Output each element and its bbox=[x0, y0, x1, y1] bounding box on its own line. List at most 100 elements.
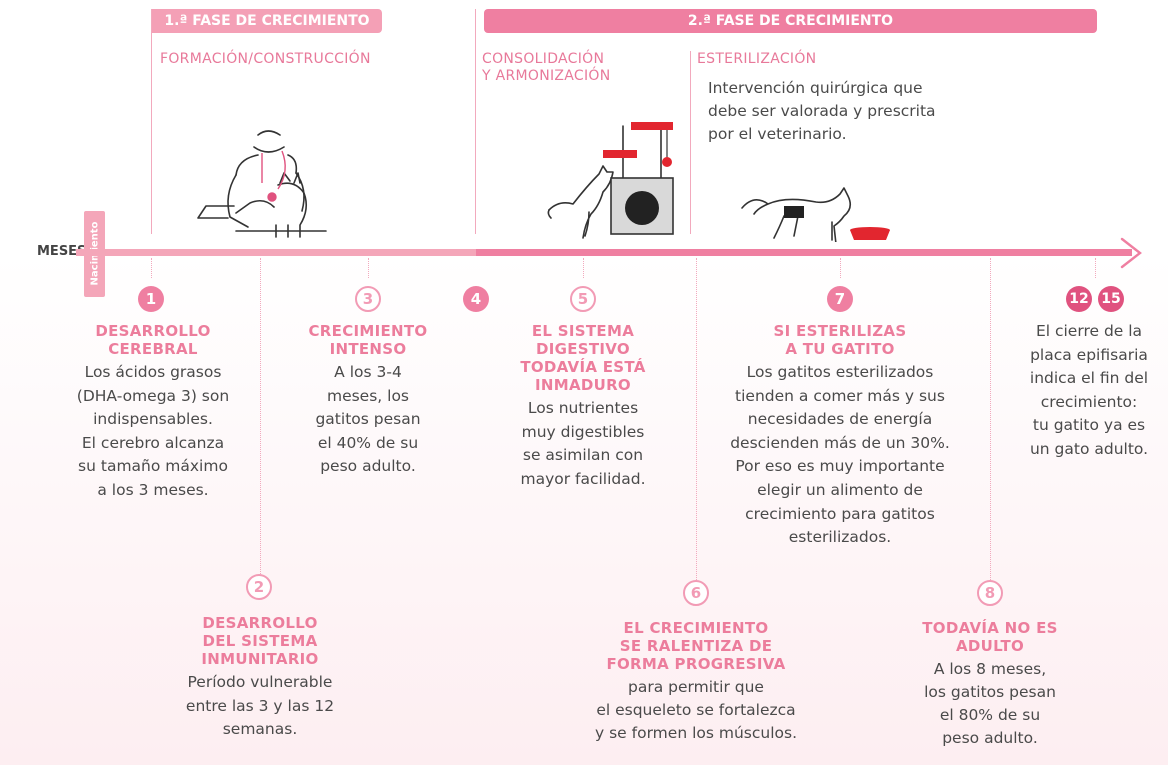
text-line: crecimiento para gatitos bbox=[745, 504, 935, 523]
text-line: un gato adulto. bbox=[1029, 439, 1149, 458]
phase2-sterilization-subtitle: ESTERILIZACIÓN bbox=[697, 51, 817, 67]
text-line: necesidades de energía bbox=[747, 410, 933, 429]
connector-7 bbox=[840, 258, 841, 278]
text-line: esterilizados. bbox=[788, 528, 892, 547]
milestone-title: TODAVÍA NO ES ADULTO bbox=[896, 619, 1084, 655]
milestone-title: EL SISTEMA DIGESTIVO TODAVÍA ESTÁ INMADU… bbox=[500, 322, 666, 394]
consolidation-line-1: CONSOLIDACIÓN bbox=[482, 51, 605, 67]
text-line: el esqueleto se fortalezca bbox=[596, 701, 796, 719]
text-line: indispensables. bbox=[93, 410, 213, 429]
cat-scratching-tree-illustration bbox=[547, 122, 674, 239]
milestone-block-12: El cierre de la placa epifisaria indica … bbox=[1010, 320, 1168, 462]
text-line: Por eso es muy importante bbox=[735, 457, 945, 476]
text-line: el 40% de su bbox=[317, 433, 419, 452]
text-line: Los gatitos esterilizados bbox=[746, 363, 934, 381]
title-line: TODAVÍA NO ES bbox=[922, 619, 1058, 637]
connector-5 bbox=[583, 258, 584, 278]
milestone-block-6: EL CRECIMIENTO SE RALENTIZA DE FORMA PRO… bbox=[570, 619, 822, 745]
consolidation-line-2: Y ARMONIZACIÓN bbox=[482, 68, 611, 84]
milestone-title: SI ESTERILIZAS A TU GATITO bbox=[706, 322, 974, 358]
title-line: DESARROLLO bbox=[95, 322, 211, 340]
text-line: Período vulnerable bbox=[187, 673, 333, 691]
title-line: CEREBRAL bbox=[108, 340, 198, 358]
title-line: ADULTO bbox=[955, 637, 1025, 655]
title-line: DIGESTIVO bbox=[535, 340, 630, 358]
text-line: mayor facilidad. bbox=[520, 469, 646, 488]
text-line: gatitos pesan bbox=[315, 410, 421, 429]
text-line: se asimilan con bbox=[522, 446, 644, 465]
milestone-block-3: CRECIMIENTO INTENSO A los 3-4 meses, los… bbox=[288, 322, 448, 479]
milestone-circle-6: 6 bbox=[683, 580, 709, 606]
milestone-block-1: DESARROLLO CEREBRAL Los ácidos grasos (D… bbox=[55, 322, 251, 503]
milestone-circle-8: 8 bbox=[977, 580, 1003, 606]
text-line: indica el fin del bbox=[1029, 369, 1149, 388]
phase1-subtitle: FORMACIÓN/CONSTRUCCIÓN bbox=[160, 51, 371, 67]
sterilization-line bbox=[690, 51, 691, 234]
text-line: descienden más de un 30%. bbox=[730, 433, 950, 452]
sterilization-note-line: debe ser valorada y prescrita bbox=[708, 102, 936, 120]
milestone-title: CRECIMIENTO INTENSO bbox=[288, 322, 448, 358]
milestone-text: El cierre de la placa epifisaria indica … bbox=[1010, 320, 1168, 462]
title-line: CRECIMIENTO bbox=[308, 322, 428, 340]
text-line: su tamaño máximo bbox=[78, 457, 228, 476]
phase2-start-line bbox=[475, 9, 476, 234]
text-line: muy digestibles bbox=[521, 422, 645, 441]
title-line: TODAVÍA ESTÁ bbox=[520, 358, 646, 376]
title-line: SI ESTERILIZAS bbox=[773, 322, 907, 340]
milestone-circle-12: 12 bbox=[1066, 286, 1092, 312]
title-line: EL CRECIMIENTO bbox=[623, 619, 769, 637]
timeline-bar-phase1 bbox=[76, 249, 476, 256]
text-line: peso adulto. bbox=[942, 729, 1038, 747]
milestone-text: A los 8 meses, los gatitos pesan el 80% … bbox=[896, 658, 1084, 750]
title-line: INTENSO bbox=[329, 340, 407, 358]
text-line: El cierre de la bbox=[1035, 322, 1143, 340]
title-line: INMADURO bbox=[534, 376, 631, 394]
title-line: SE RALENTIZA DE bbox=[619, 637, 773, 655]
sterilization-note-line: por el veterinario. bbox=[708, 125, 847, 143]
milestone-text: Los nutrientes muy digestibles se asimil… bbox=[500, 397, 666, 491]
text-line: El cerebro alcanza bbox=[81, 433, 225, 452]
text-line: tu gatito ya es bbox=[1032, 416, 1146, 435]
text-line: (DHA-omega 3) son bbox=[76, 386, 230, 405]
text-line: crecimiento: bbox=[1040, 392, 1138, 411]
milestone-block-5: EL SISTEMA DIGESTIVO TODAVÍA ESTÁ INMADU… bbox=[500, 322, 666, 491]
timeline-bar-phase2 bbox=[476, 249, 1132, 256]
title-line: EL SISTEMA bbox=[531, 322, 635, 340]
milestone-block-7: SI ESTERILIZAS A TU GATITO Los gatitos e… bbox=[706, 322, 974, 550]
cat-feeding-person-illustration bbox=[197, 130, 327, 238]
title-line: DEL SISTEMA bbox=[202, 632, 318, 650]
sterilization-note: Intervención quirúrgica que debe ser val… bbox=[708, 77, 936, 146]
milestone-text: Los gatitos esterilizados tienden a come… bbox=[706, 361, 974, 550]
cat-food-bowl-illustration bbox=[741, 187, 890, 242]
milestone-text: para permitir que el esqueleto se fortal… bbox=[570, 676, 822, 745]
text-line: y se formen los músculos. bbox=[595, 724, 797, 742]
connector-12 bbox=[1095, 258, 1096, 278]
title-line: INMUNITARIO bbox=[201, 650, 319, 668]
text-line: placa epifisaria bbox=[1030, 345, 1148, 364]
milestone-circle-1: 1 bbox=[138, 286, 164, 312]
milestone-circle-2: 2 bbox=[246, 574, 272, 600]
connector-3 bbox=[368, 258, 369, 278]
phase1-banner: 1.ª FASE DE CRECIMIENTO bbox=[152, 9, 382, 33]
title-line: DESARROLLO bbox=[202, 614, 318, 632]
text-line: peso adulto. bbox=[320, 457, 416, 476]
connector-2 bbox=[260, 258, 261, 574]
text-line: A los 3-4 bbox=[334, 363, 402, 381]
milestone-circle-5: 5 bbox=[570, 286, 596, 312]
milestone-circle-3: 3 bbox=[355, 286, 381, 312]
connector-1 bbox=[151, 258, 152, 278]
phase2-banner: 2.ª FASE DE CRECIMIENTO bbox=[484, 9, 1097, 33]
text-line: Los ácidos grasos bbox=[84, 363, 222, 381]
title-line: FORMA PROGRESIVA bbox=[606, 655, 786, 673]
milestone-title: DESARROLLO CEREBRAL bbox=[55, 322, 251, 358]
text-line: el 80% de su bbox=[939, 706, 1041, 724]
text-line: para permitir que bbox=[628, 678, 764, 696]
milestone-title: DESARROLLO DEL SISTEMA INMUNITARIO bbox=[162, 614, 358, 668]
milestone-text: Período vulnerable entre las 3 y las 12 … bbox=[162, 671, 358, 742]
text-line: los gatitos pesan bbox=[924, 683, 1056, 701]
milestone-circle-15: 15 bbox=[1098, 286, 1124, 312]
milestone-text: A los 3-4 meses, los gatitos pesan el 40… bbox=[288, 361, 448, 479]
text-line: entre las 3 y las 12 bbox=[185, 696, 335, 715]
arrow-right-icon bbox=[1120, 237, 1142, 269]
milestone-circle-4: 4 bbox=[463, 286, 489, 312]
